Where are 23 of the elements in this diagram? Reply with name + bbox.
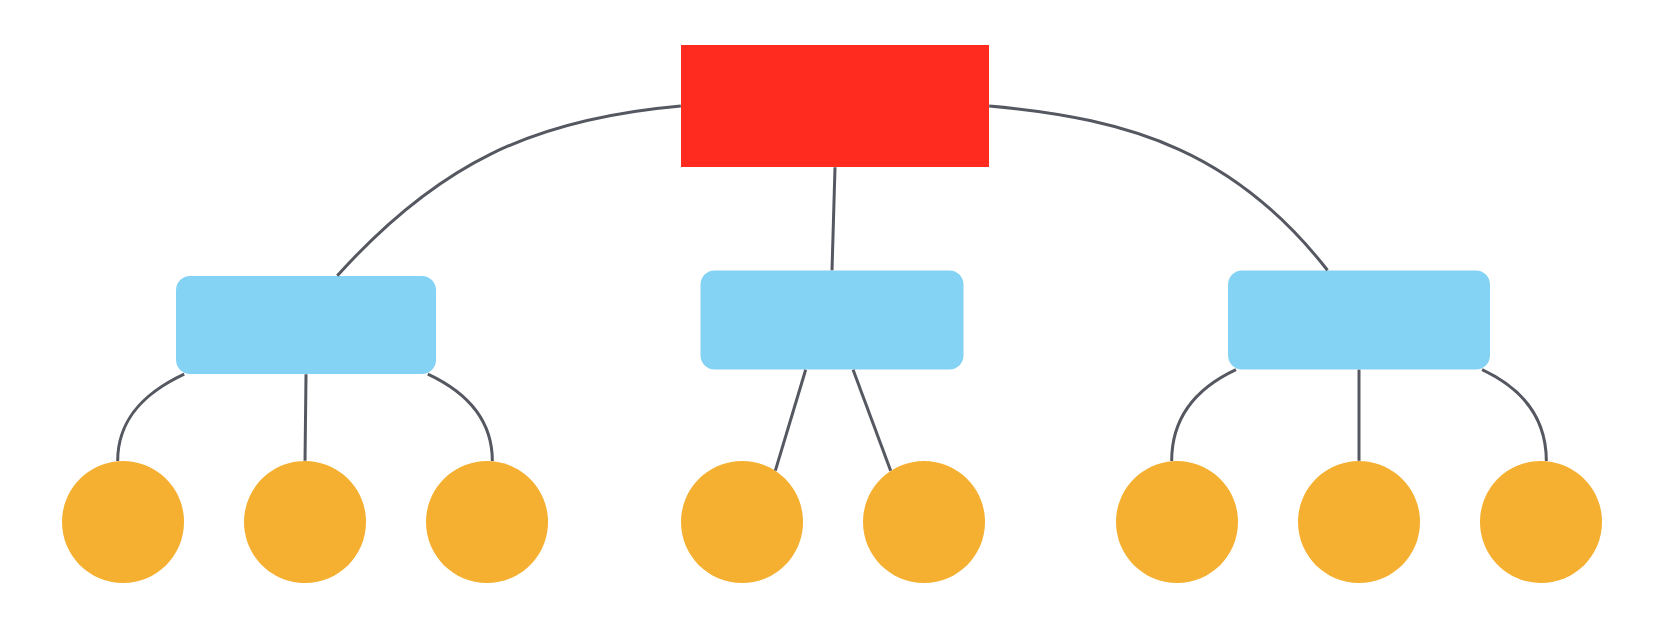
branch-box (1228, 270, 1490, 370)
connector-line (851, 369, 893, 472)
connector-line (773, 369, 808, 472)
connector-line (427, 372, 494, 462)
branch-box (176, 276, 436, 374)
connector-line (303, 374, 308, 461)
connector-line (116, 372, 185, 462)
connector-line (989, 104, 1329, 272)
leaf-circle (62, 461, 184, 583)
root-box (681, 45, 989, 167)
connector-line (1357, 369, 1361, 461)
leaf-circle (681, 461, 803, 583)
leaf-circle (426, 461, 548, 583)
connector-line (336, 104, 681, 277)
leaf-circle (244, 461, 366, 583)
connector-line (1170, 368, 1237, 462)
connector-line (1481, 368, 1548, 462)
leaf-circle (1298, 461, 1420, 583)
branch-box (700, 270, 964, 370)
leaf-circle (1116, 461, 1238, 583)
leaf-circle (1480, 461, 1602, 583)
connector-line (830, 167, 837, 271)
leaf-circle (863, 461, 985, 583)
